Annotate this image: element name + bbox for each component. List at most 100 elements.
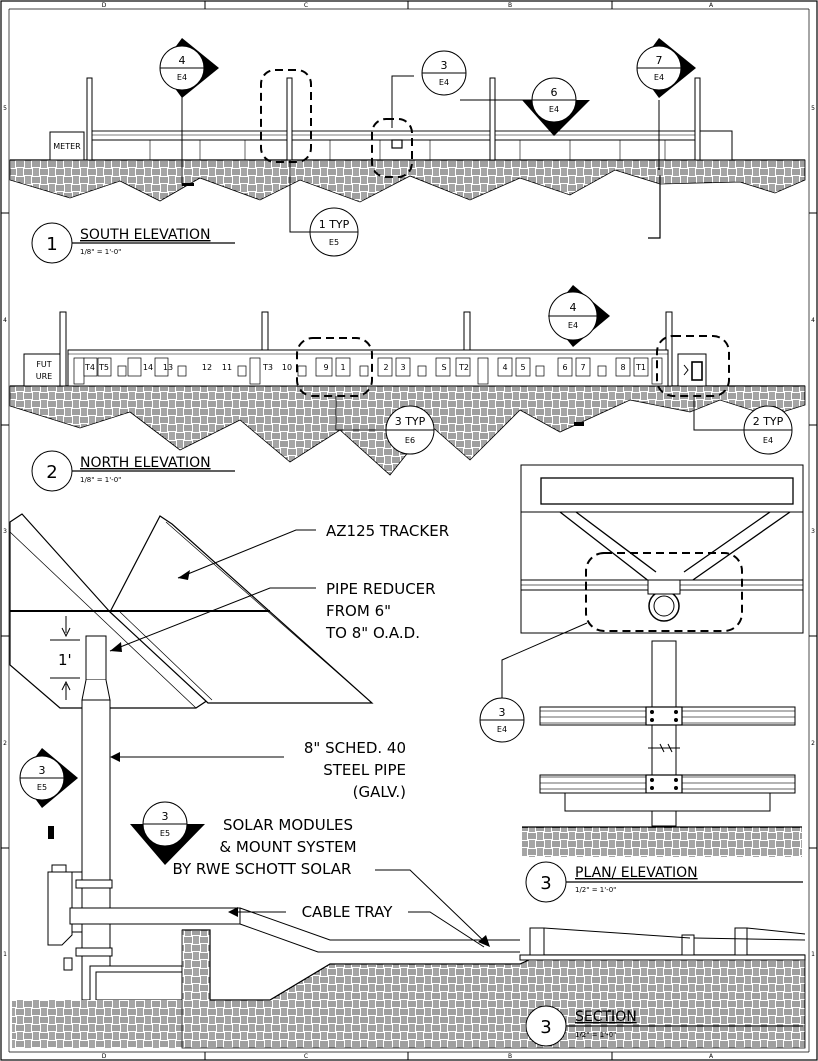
- meter-box: [49, 131, 85, 161]
- grid-right-2: 3: [811, 528, 815, 535]
- view-title-north: NORTH ELEVATION: [80, 455, 211, 471]
- note-cable-tray: CABLE TRAY: [302, 903, 394, 921]
- svg-text:E5: E5: [329, 238, 339, 247]
- south-elevation: METER: [9, 69, 806, 239]
- view-scale-2: 1/8" = 1'-0": [80, 476, 121, 484]
- view-scale-3a: 1/2" = 1'-0": [575, 886, 616, 894]
- view-number-3a: 3: [540, 873, 551, 894]
- plan-elevation-detail: [501, 464, 804, 857]
- grid-left-4: 1: [3, 951, 7, 958]
- view-number-1: 1: [46, 234, 57, 255]
- grid-right-3: 2: [811, 740, 815, 747]
- section-ground: [181, 929, 806, 1049]
- view-number-3b: 3: [540, 1017, 551, 1038]
- view-number-2: 2: [46, 462, 57, 483]
- panel-label-t3: T3: [262, 363, 273, 372]
- svg-text:6: 6: [551, 86, 558, 99]
- note-modules-3: BY RWE SCHOTT SOLAR: [173, 860, 352, 878]
- svg-text:2 TYP: 2 TYP: [753, 415, 784, 428]
- south-ground-hatch: [9, 159, 806, 203]
- future-box: [23, 353, 65, 387]
- svg-text:4: 4: [179, 54, 186, 67]
- panel-label-4: 4: [502, 363, 507, 372]
- svg-text:7: 7: [656, 54, 663, 67]
- note-reducer-2: FROM 6": [326, 602, 391, 620]
- callout-4-e4-north: 4 E4: [548, 285, 610, 347]
- grid-bottom-2: B: [508, 1053, 512, 1060]
- grid-top-0: D: [102, 2, 107, 9]
- grid-left-3: 2: [3, 740, 7, 747]
- callout-3-e5-left: 3 E5: [19, 748, 78, 808]
- panel-label-s: S: [441, 363, 446, 372]
- panel-label-10: 10: [282, 363, 292, 372]
- note-modules-2: & MOUNT SYSTEM: [219, 838, 356, 856]
- callout-1typ-e5-south: 1 TYP E5: [309, 207, 359, 257]
- view-title-3a: 3 PLAN/ ELEVATION 1/2" = 1'-0": [525, 861, 803, 903]
- callout-3typ-e6-north: 3 TYP E6: [385, 405, 435, 455]
- pipe-reducer: [85, 635, 107, 681]
- svg-text:E5: E5: [37, 783, 47, 792]
- panel-label-3: 3: [400, 363, 405, 372]
- svg-text:E4: E4: [439, 78, 449, 87]
- svg-text:E4: E4: [549, 105, 559, 114]
- view-scale-1: 1/8" = 1'-0": [80, 248, 121, 256]
- equipment-enclosure: [47, 871, 73, 946]
- callout-2typ-e4-north: 2 TYP E4: [743, 405, 793, 455]
- section-ground-left: [12, 1000, 182, 1048]
- callout-3-e4-south: 3 E4: [421, 50, 467, 96]
- svg-text:E6: E6: [405, 436, 415, 445]
- grid-top-1: C: [304, 2, 308, 9]
- svg-text:3 TYP: 3 TYP: [395, 415, 426, 428]
- panel-label-8: 8: [620, 363, 625, 372]
- combiner-panels: T4 T5 14 13 12 11 T3 10 9 1 2 3: [73, 357, 663, 385]
- svg-text:1 TYP: 1 TYP: [319, 218, 350, 231]
- svg-text:E5: E5: [160, 829, 170, 838]
- grid-top-2: B: [508, 2, 512, 9]
- svg-text:4: 4: [570, 301, 577, 314]
- panel-label-7: 7: [580, 363, 585, 372]
- view-title-1: 1 SOUTH ELEVATION 1/8" = 1'-0": [31, 222, 235, 264]
- callout-7-e4-south: 7 E4: [636, 38, 696, 98]
- grid-left-2: 3: [3, 528, 7, 535]
- grid-labels: D C B A D C B A 5 4 3 2 1 5 4 3 2 1: [3, 2, 815, 1060]
- panel-label-13: 13: [163, 363, 173, 372]
- grid-left-1: 4: [3, 317, 7, 324]
- note-pipe-2: STEEL PIPE: [323, 761, 406, 779]
- south-canopy-beam: [91, 130, 701, 141]
- note-modules-1: SOLAR MODULES: [223, 816, 353, 834]
- svg-text:E4: E4: [763, 436, 773, 445]
- view-title-2: 2 NORTH ELEVATION 1/8" = 1'-0": [31, 450, 235, 492]
- note-pipe-3: (GALV.): [353, 783, 406, 801]
- svg-text:3: 3: [162, 810, 169, 823]
- svg-text:URE: URE: [36, 372, 52, 381]
- callout-6-e4-south: 6 E4: [522, 77, 590, 136]
- view-title-section: SECTION: [575, 1009, 637, 1025]
- callout-3-e4-plan: 3 E4: [479, 697, 525, 743]
- panel-label-12: 12: [202, 363, 212, 372]
- svg-text:E4: E4: [654, 73, 664, 82]
- callout-4-e4-south: 4 E4: [159, 38, 219, 98]
- grid-right-4: 1: [811, 951, 815, 958]
- panel-label-1: 1: [340, 363, 345, 372]
- panel-label-t4: T4: [84, 363, 95, 372]
- callout-3-e5-mid: 3 E5: [130, 801, 205, 865]
- grid-right-0: 5: [811, 105, 815, 112]
- note-reducer-1: PIPE REDUCER: [326, 580, 436, 598]
- panel-label-5: 5: [520, 363, 525, 372]
- meter-label: METER: [53, 142, 81, 151]
- panel-label-t2: T2: [458, 363, 469, 372]
- view-title-3b: 3 SECTION 1/2" = 1'-0": [525, 1005, 803, 1047]
- svg-text:FUT: FUT: [36, 360, 51, 369]
- dimension-1ft: 1': [58, 651, 72, 669]
- view-title-south: SOUTH ELEVATION: [80, 227, 211, 243]
- grid-bottom-3: A: [709, 1053, 714, 1060]
- view-scale-3b: 1/2" = 1'-0": [575, 1031, 616, 1039]
- grid-top-3: A: [709, 2, 714, 9]
- svg-text:E4: E4: [568, 321, 578, 330]
- svg-text:3: 3: [441, 59, 448, 72]
- note-tracker: AZ125 TRACKER: [326, 522, 449, 540]
- note-reducer-3: TO 8" O.A.D.: [325, 624, 420, 642]
- panel-label-11: 11: [222, 363, 232, 372]
